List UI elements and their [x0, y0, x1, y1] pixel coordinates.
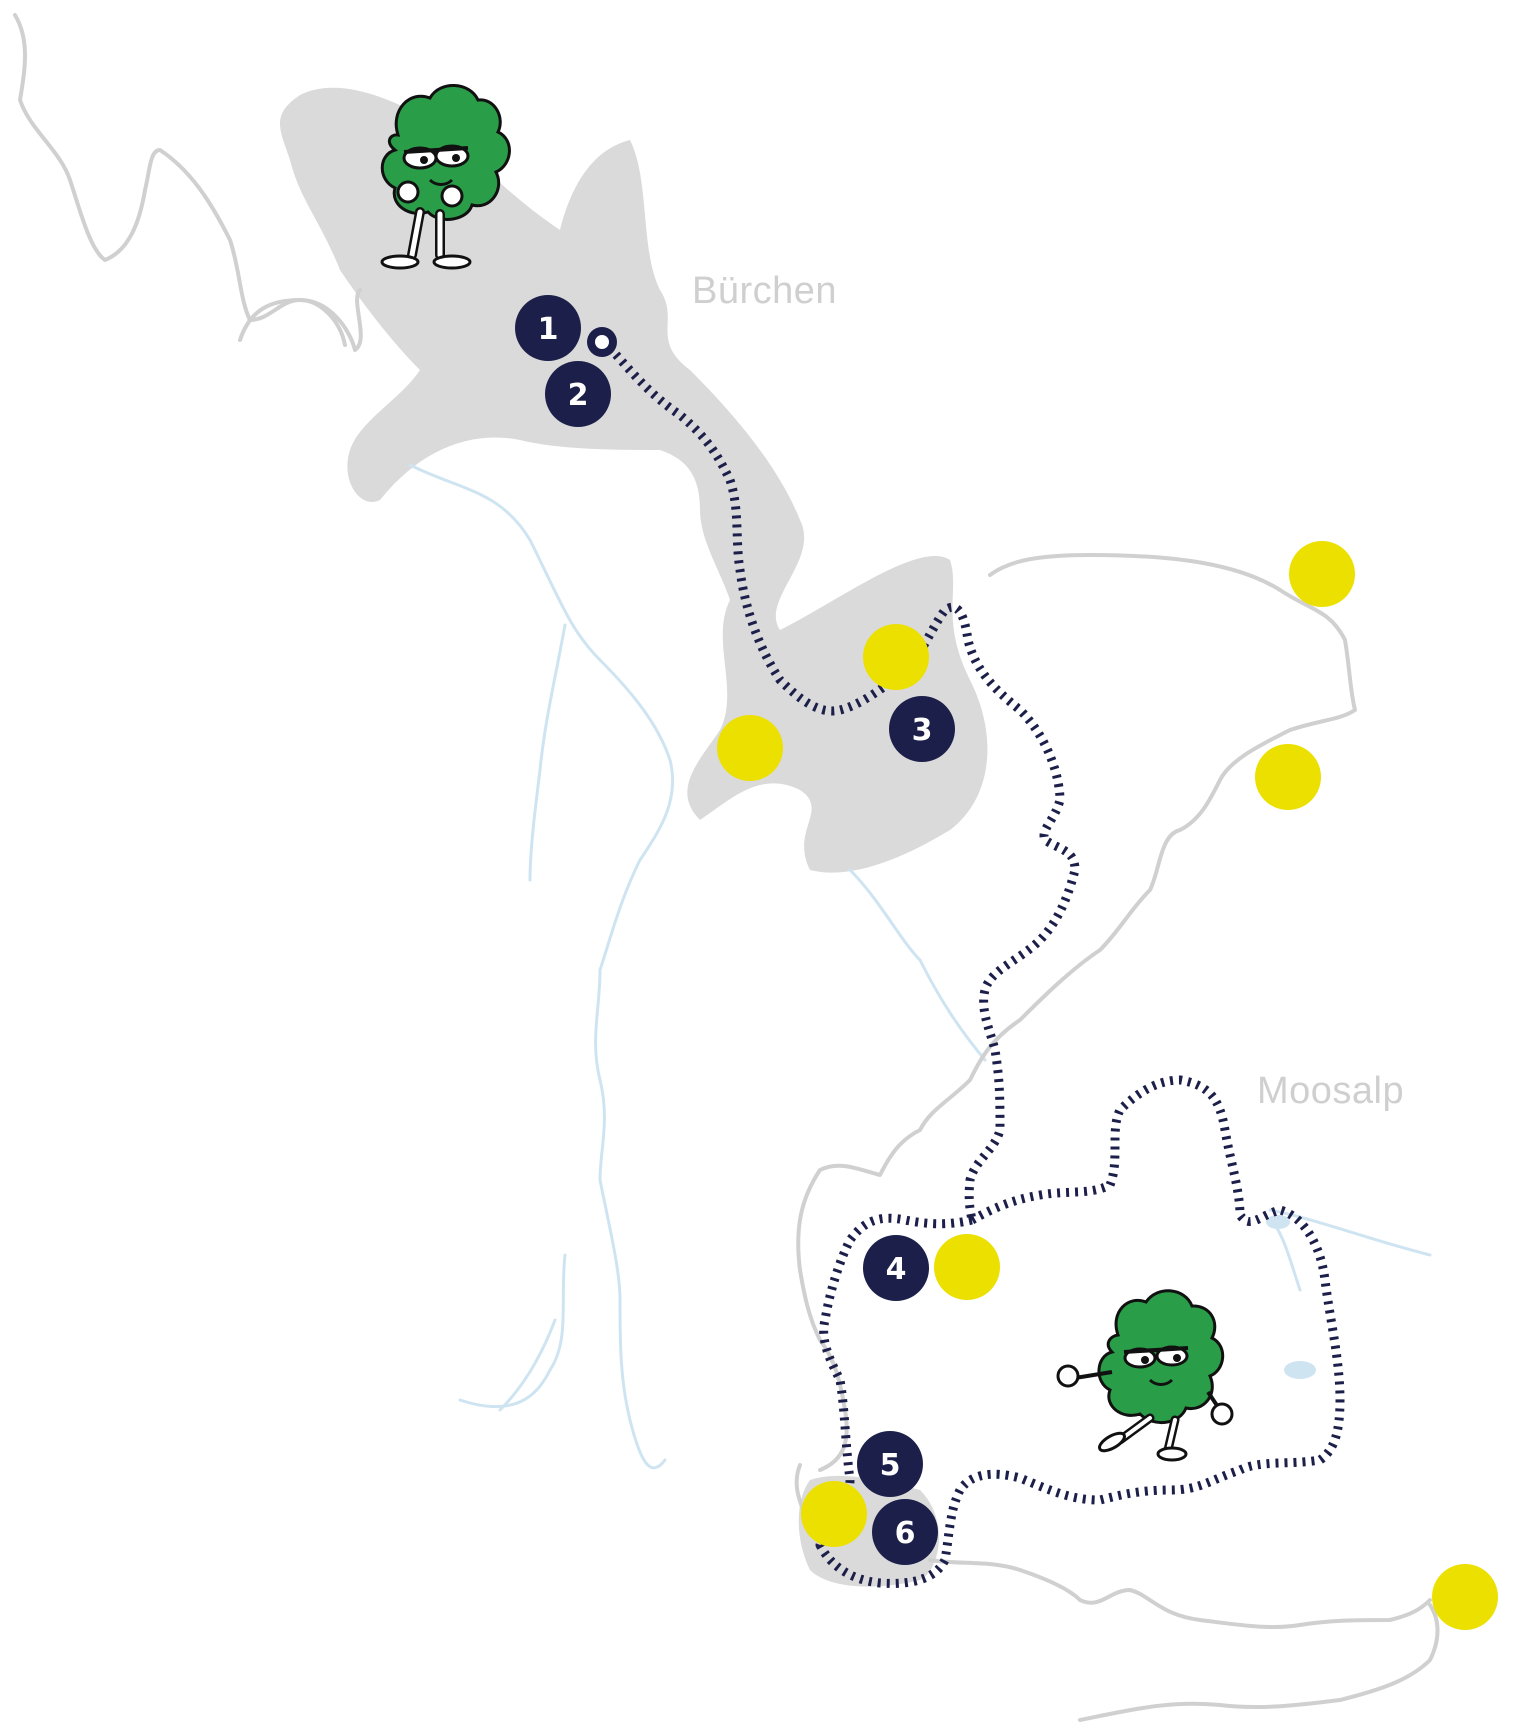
- trail-section-1: [606, 344, 1080, 1221]
- svg-text:1: 1: [538, 312, 559, 347]
- poi-dot: [1432, 1564, 1498, 1630]
- road-south: [928, 1558, 1432, 1630]
- numbered-markers: 1 2 3 4 5 6: [515, 295, 955, 1565]
- marker-5[interactable]: 5: [857, 1431, 923, 1497]
- svg-text:3: 3: [912, 713, 933, 748]
- rivers: [408, 463, 1432, 1470]
- grey-zones: [280, 87, 988, 1587]
- river-east: [1268, 1208, 1432, 1257]
- lake-2: [1266, 1215, 1290, 1229]
- marker-6[interactable]: 6: [872, 1499, 938, 1565]
- river-branch-3: [498, 1318, 557, 1412]
- svg-text:6: 6: [895, 1516, 916, 1551]
- place-labels: Bürchen Moosalp: [692, 270, 1404, 1112]
- poi-dot: [1255, 744, 1321, 810]
- marker-1[interactable]: 1: [515, 295, 581, 361]
- poi-dot: [801, 1481, 867, 1547]
- svg-text:5: 5: [880, 1448, 901, 1483]
- marker-2[interactable]: 2: [545, 361, 611, 427]
- poi-dot: [863, 624, 929, 690]
- place-label-burchen: Bürchen: [692, 270, 837, 312]
- mascot-walking-icon: [1056, 1289, 1234, 1462]
- river-main: [408, 463, 675, 1470]
- river-branch-4: [848, 868, 987, 1062]
- river-east-2: [1273, 1223, 1302, 1292]
- poi-dots: [717, 541, 1498, 1630]
- road-east-loop: [796, 553, 1357, 1472]
- marker-4[interactable]: 4: [863, 1235, 929, 1301]
- poi-dot: [1289, 541, 1355, 607]
- hiking-trail: [606, 344, 1345, 1588]
- poi-dot: [934, 1234, 1000, 1300]
- start-ring-icon: [587, 327, 617, 357]
- svg-text:4: 4: [886, 1252, 907, 1287]
- zone-burchen: [280, 87, 988, 873]
- place-label-moosalp: Moosalp: [1257, 1070, 1404, 1112]
- roads: [13, 13, 1440, 1722]
- marker-3[interactable]: 3: [889, 696, 955, 762]
- road-west-loop: [238, 298, 347, 347]
- mascot-standing-icon: [380, 84, 511, 270]
- river-branch-2: [528, 623, 567, 882]
- poi-dot: [717, 715, 783, 781]
- svg-text:2: 2: [568, 378, 589, 413]
- lake-1: [1284, 1361, 1316, 1379]
- road-south-2: [1078, 1603, 1440, 1722]
